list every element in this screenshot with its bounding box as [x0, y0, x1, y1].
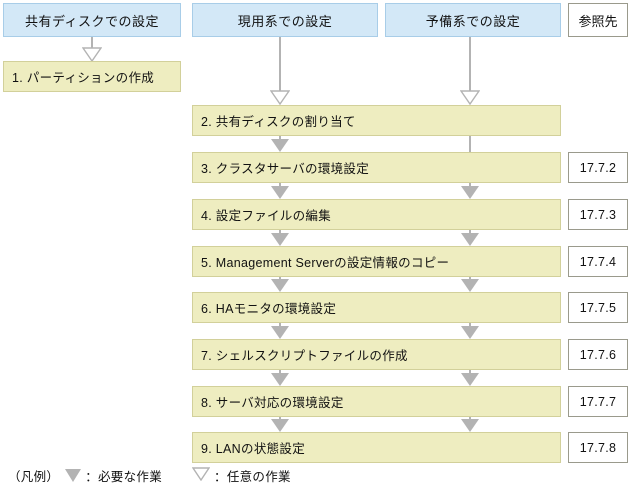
filled-down-triangle-icon [461, 186, 479, 199]
task-label: 3. クラスタサーバの環境設定 [201, 162, 370, 176]
filled-down-triangle-icon [461, 419, 479, 432]
column-header-shared-disk: 共有ディスクでの設定 [3, 3, 181, 37]
task-label: 8. サーバ対応の環境設定 [201, 396, 344, 410]
legend-title: （凡例） [8, 470, 60, 484]
task-label: 2. 共有ディスクの割り当て [201, 115, 356, 129]
legend-item-label: ：任意の作業 [214, 470, 291, 484]
reference-box: 17.7.4 [568, 246, 628, 277]
column-header-label: 共有ディスクでの設定 [24, 13, 160, 29]
task-box-partition-creation[interactable]: 1. パーティションの作成 [3, 61, 181, 92]
reference-box: 17.7.6 [568, 339, 628, 370]
legend: （凡例） ：必要な作業 ：任意の作業 [8, 466, 291, 485]
task-box[interactable]: 4. 設定ファイルの編集 [192, 199, 561, 230]
task-box[interactable]: 5. Management Serverの設定情報のコピー [192, 246, 561, 277]
connector-line-active-to-task2 [279, 37, 281, 92]
reference-box: 17.7.5 [568, 292, 628, 323]
reference-label: 17.7.7 [579, 394, 617, 409]
reference-label: 17.7.4 [579, 254, 617, 269]
column-header-active-system: 現用系での設定 [192, 3, 378, 37]
reference-box: 17.7.7 [568, 386, 628, 417]
hollow-down-triangle-icon [82, 47, 102, 62]
task-box[interactable]: 9. LANの状態設定 [192, 432, 561, 463]
task-label: 4. 設定ファイルの編集 [201, 209, 331, 223]
filled-down-triangle-icon [461, 326, 479, 339]
filled-down-triangle-icon [65, 469, 82, 482]
task-label: 7. シェルスクリプトファイルの作成 [201, 349, 408, 363]
connector-line [469, 136, 471, 152]
task-box[interactable]: 6. HAモニタの環境設定 [192, 292, 561, 323]
reference-label: 17.7.2 [579, 160, 617, 175]
connector-line-shared-to-task1 [91, 37, 93, 50]
reference-label: 17.7.6 [579, 347, 617, 362]
task-box[interactable]: 8. サーバ対応の環境設定 [192, 386, 561, 417]
reference-box: 17.7.8 [568, 432, 628, 463]
task-label: 6. HAモニタの環境設定 [201, 302, 337, 316]
filled-down-triangle-icon [271, 279, 289, 292]
task-label: 5. Management Serverの設定情報のコピー [201, 256, 450, 270]
filled-down-triangle-icon [271, 326, 289, 339]
column-header-label: 参照先 [578, 13, 618, 29]
reference-label: 17.7.3 [579, 207, 617, 222]
hollow-down-triangle-icon [191, 467, 211, 484]
filled-down-triangle-icon [461, 279, 479, 292]
reference-box: 17.7.2 [568, 152, 628, 183]
legend-item-label: ：必要な作業 [85, 470, 163, 484]
reference-label: 17.7.8 [579, 440, 617, 455]
filled-down-triangle-icon [461, 233, 479, 246]
filled-down-triangle-icon [461, 373, 479, 386]
task-box[interactable]: 7. シェルスクリプトファイルの作成 [192, 339, 561, 370]
filled-down-triangle-icon [271, 186, 289, 199]
filled-down-triangle-icon [271, 419, 289, 432]
column-header-label: 予備系での設定 [425, 13, 521, 29]
task-label: 9. LANの状態設定 [201, 442, 306, 456]
reference-box: 17.7.3 [568, 199, 628, 230]
task-label: 1. パーティションの作成 [12, 71, 155, 85]
task-box[interactable]: 2. 共有ディスクの割り当て [192, 105, 561, 136]
connector-line-standby-to-task2 [469, 37, 471, 92]
filled-down-triangle-icon [271, 139, 289, 152]
filled-down-triangle-icon [271, 373, 289, 386]
reference-label: 17.7.5 [579, 300, 617, 315]
legend-item-required: ：必要な作業 [65, 466, 162, 485]
legend-item-optional: ：任意の作業 [191, 466, 291, 485]
hollow-down-triangle-icon [460, 90, 480, 105]
column-header-reference: 参照先 [568, 3, 628, 37]
column-header-standby-system: 予備系での設定 [385, 3, 561, 37]
task-box[interactable]: 3. クラスタサーバの環境設定 [192, 152, 561, 183]
hollow-down-triangle-icon [270, 90, 290, 105]
column-header-label: 現用系での設定 [237, 13, 333, 29]
filled-down-triangle-icon [271, 233, 289, 246]
